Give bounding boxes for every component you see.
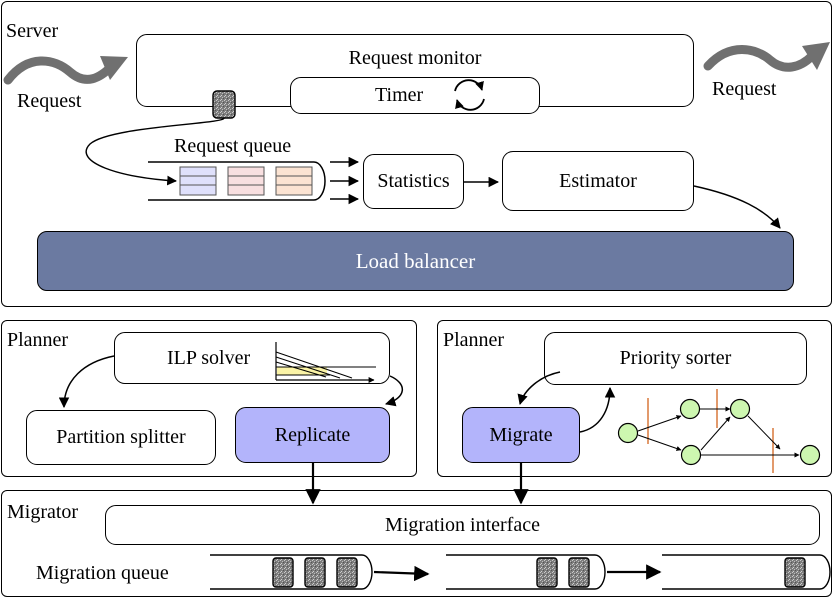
line-plot-icon bbox=[275, 342, 376, 383]
partition-splitter-box: Partition splitter bbox=[26, 410, 216, 465]
planner-left-title: Planner bbox=[7, 329, 69, 351]
wavy-arrow-icon bbox=[703, 42, 830, 72]
migrate-box: Migrate bbox=[462, 407, 580, 463]
replicate-label: Replicate bbox=[274, 423, 351, 446]
statistics-label: Statistics bbox=[377, 170, 450, 192]
estimator-box: Estimator bbox=[502, 151, 694, 211]
request-in-label: Request bbox=[17, 90, 82, 112]
migration-interface-box: Migration interface bbox=[105, 505, 820, 545]
load-balancer-label: Load balancer bbox=[355, 248, 476, 273]
migration-interface-label: Migration interface bbox=[385, 513, 540, 536]
migrator-title: Migrator bbox=[7, 501, 79, 523]
queue-slot-group bbox=[179, 166, 313, 196]
ilp-solver-label: ILP solver bbox=[167, 346, 251, 369]
partition-splitter-label: Partition splitter bbox=[56, 426, 186, 448]
queue-token-icon bbox=[272, 557, 806, 588]
cycle-arrows-icon bbox=[454, 79, 485, 111]
priority-sorter-label: Priority sorter bbox=[619, 347, 732, 369]
estimator-label: Estimator bbox=[559, 169, 637, 192]
request-queue-label: Request queue bbox=[174, 135, 292, 157]
load-balancer-box: Load balancer bbox=[37, 231, 794, 291]
priority-sorter-box: Priority sorter bbox=[544, 332, 807, 385]
statistics-box: Statistics bbox=[363, 154, 464, 209]
migration-queue-label: Migration queue bbox=[36, 562, 169, 584]
request-monitor-label: Request monitor bbox=[348, 47, 482, 69]
migrate-label: Migrate bbox=[489, 423, 553, 446]
planner-right-title: Planner bbox=[443, 329, 505, 351]
wavy-arrow-icon bbox=[3, 56, 128, 85]
timer-box: Timer bbox=[290, 77, 540, 114]
queue-token-icon bbox=[212, 90, 236, 119]
server-title: Server bbox=[6, 20, 59, 42]
timer-label: Timer bbox=[375, 84, 424, 106]
request-out-label: Request bbox=[712, 78, 777, 100]
dependency-graph-icon bbox=[617, 389, 821, 473]
replicate-box: Replicate bbox=[235, 407, 390, 463]
